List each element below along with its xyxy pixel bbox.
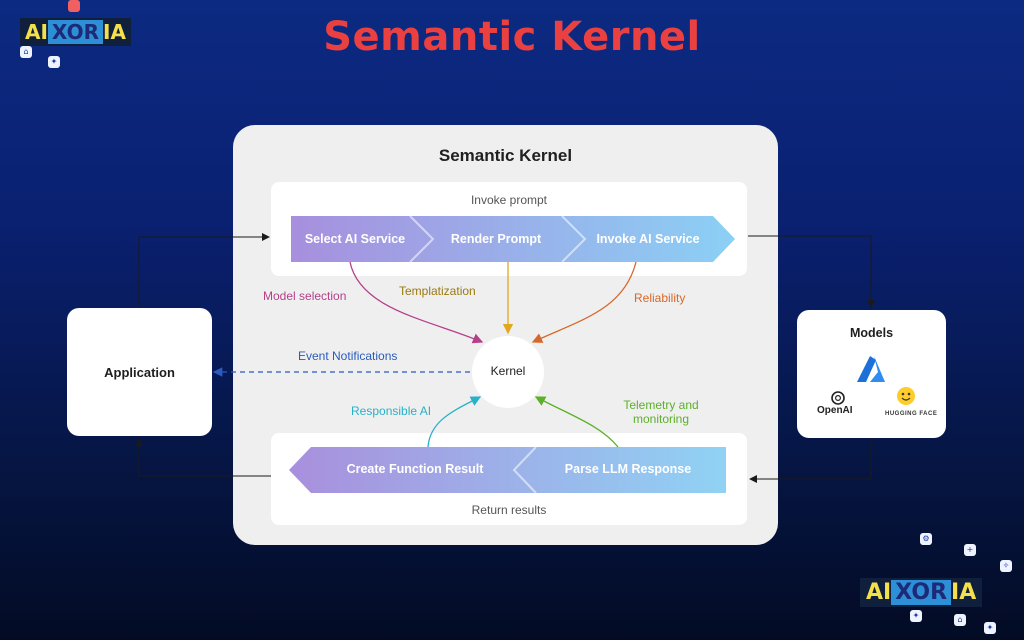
reliability-arrow — [531, 261, 637, 343]
models-to-return-arrow — [749, 438, 872, 483]
chevron-divider — [561, 215, 587, 263]
invoke-to-models-arrow — [748, 235, 875, 308]
logo-part-xor: XOR — [47, 20, 104, 44]
model-selection-arrow — [349, 261, 484, 344]
huggingface-label: HUGGING FACE — [885, 411, 938, 417]
responsible-ai-arrow — [427, 396, 482, 448]
return-chevron-band — [289, 447, 726, 493]
return-results-label: Return results — [471, 503, 547, 517]
telemetry-label: Telemetry and monitoring — [623, 398, 699, 426]
invoke-ai-service-step: Invoke AI Service — [596, 232, 700, 246]
openai-small-icon: ⚙ — [920, 533, 932, 545]
openai-logo-icon — [831, 391, 845, 405]
kernel-node — [472, 336, 544, 408]
application-label: Application — [104, 365, 175, 380]
app-to-invoke-arrow — [138, 233, 270, 308]
home-icon: ⌂ — [954, 614, 966, 626]
openai-label: OpenAI — [817, 405, 853, 416]
logo-part-ia: IA — [951, 580, 977, 605]
reliability-label: Reliability — [634, 291, 686, 305]
invoke-prompt-label: Invoke prompt — [470, 193, 548, 207]
gemini-icon: ✧ — [1000, 560, 1012, 572]
model-selection-label: Model selection — [263, 289, 347, 303]
application-box — [67, 308, 212, 436]
invoke-chevron-band — [291, 216, 735, 262]
render-prompt-step: Render Prompt — [450, 232, 542, 246]
return-to-app-arrow — [135, 438, 271, 477]
models-label: Models — [849, 326, 894, 340]
templatization-label: Templatization — [399, 284, 476, 298]
kernel-label: Kernel — [490, 364, 526, 378]
telemetry-arrow — [534, 396, 619, 448]
select-ai-service-step: Select AI Service — [304, 232, 406, 246]
chevron-divider — [409, 215, 435, 263]
logo-part-ai: AI — [25, 20, 48, 44]
plus-icon: + — [964, 544, 976, 556]
sparkle-icon: ✦ — [910, 610, 922, 622]
page-title: Semantic Kernel — [323, 14, 701, 60]
brand-logo-bottom: AI XOR IA — [860, 578, 983, 607]
logo-part-xor: XOR — [891, 580, 952, 605]
logo-part-ai: AI — [866, 580, 892, 605]
logo-part-ia: IA — [103, 20, 126, 44]
panel-title: Semantic Kernel — [438, 146, 573, 165]
huggingface-logo-icon — [897, 387, 915, 405]
badge-icon — [68, 0, 80, 12]
home-icon: ⌂ — [20, 46, 32, 58]
azure-logo-icon — [857, 356, 885, 382]
bird-icon: ✦ — [984, 622, 996, 634]
create-function-result-step: Create Function Result — [346, 462, 484, 476]
models-box — [797, 310, 946, 438]
event-notifications-label: Event Notifications — [298, 349, 398, 363]
responsible-ai-label: Responsible AI — [351, 404, 432, 418]
chevron-divider — [512, 446, 537, 494]
bird-icon: ✦ — [48, 56, 60, 68]
parse-llm-response-step: Parse LLM Response — [564, 462, 692, 476]
brand-logo: AI XOR IA — [20, 18, 131, 46]
